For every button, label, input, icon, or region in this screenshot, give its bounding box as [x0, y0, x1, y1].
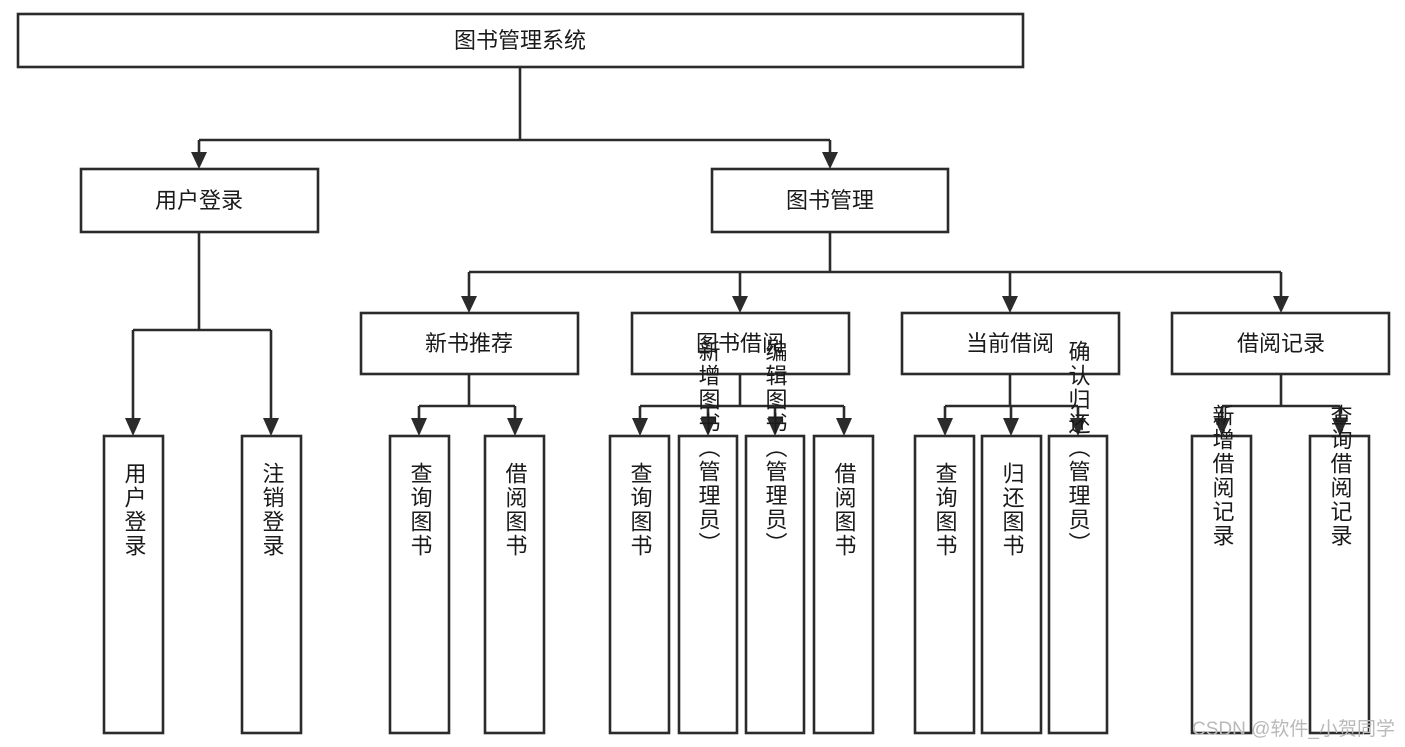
node-leaf-confirm-return-admin-box[interactable] — [1047, 434, 1109, 735]
node-leaf-borrow-book-1-label: 借阅图书 — [503, 462, 528, 558]
node-leaf-query-book-1-box[interactable] — [388, 434, 451, 735]
node-leaf-borrow-book-2-box[interactable] — [812, 434, 875, 735]
node-borrow-record-label: 借阅记录 — [1237, 331, 1325, 356]
arrow-new-book-to-leaf-2 — [507, 418, 523, 436]
node-leaf-logout-box[interactable] — [240, 434, 303, 735]
arrow-current-to-leaf-2 — [1003, 418, 1019, 436]
node-leaf-edit-book-admin-box[interactable] — [744, 434, 806, 735]
arrow-root-to-book-manage — [822, 152, 838, 169]
arrow-borrow-to-leaf-2 — [700, 418, 716, 436]
arrow-book-manage-to-new-book — [461, 296, 477, 313]
node-book-management[interactable]: 图书管理 — [710, 167, 950, 234]
node-user-login-label: 用户登录 — [155, 188, 243, 213]
node-leaf-edit-book-admin-label: 编辑图书（管理员） — [763, 340, 788, 556]
arrow-new-book-to-leaf-1 — [411, 418, 427, 436]
node-root-label: 图书管理系统 — [454, 28, 586, 53]
node-leaf-borrow-book-2[interactable]: 借阅图书 — [812, 434, 875, 735]
node-current-borrow-box[interactable] — [900, 311, 1121, 376]
node-leaf-query-book-2-box[interactable] — [608, 434, 671, 735]
node-leaf-edit-book-admin[interactable]: 编辑图书（管理员） — [744, 340, 806, 735]
node-book-management-label: 图书管理 — [786, 188, 874, 213]
arrow-current-to-leaf-3 — [1070, 418, 1086, 436]
node-book-borrow-label: 图书借阅 — [696, 331, 784, 356]
node-leaf-user-login[interactable]: 用户登录 — [102, 434, 165, 735]
arrow-book-manage-to-borrow — [732, 296, 748, 313]
arrow-root-to-user-login — [191, 152, 207, 169]
node-leaf-query-book-2[interactable]: 查询图书 — [608, 434, 671, 735]
node-new-book-recommend[interactable]: 新书推荐 — [359, 311, 580, 376]
node-user-login-box[interactable] — [79, 167, 320, 234]
arrow-record-to-leaf-1 — [1214, 418, 1230, 436]
arrow-book-manage-to-current — [1002, 296, 1018, 313]
node-leaf-query-book-3-label: 查询图书 — [933, 462, 958, 558]
node-leaf-return-book-label: 归还图书 — [1000, 462, 1025, 558]
arrow-current-to-leaf-1 — [937, 418, 953, 436]
arrow-user-login-to-leaf-2 — [263, 418, 279, 436]
node-leaf-add-book-admin-box[interactable] — [677, 434, 739, 735]
node-book-borrow-box[interactable] — [630, 311, 851, 376]
node-leaf-confirm-return-admin[interactable]: 确认归还（管理员） — [1047, 340, 1109, 735]
node-leaf-add-borrow-record[interactable]: 新增借阅记录 — [1190, 404, 1253, 735]
node-leaf-return-book-box[interactable] — [980, 434, 1043, 735]
node-leaf-add-borrow-record-box[interactable] — [1190, 434, 1253, 735]
node-leaf-borrow-book-1[interactable]: 借阅图书 — [483, 434, 546, 735]
node-borrow-record-box[interactable] — [1170, 311, 1391, 376]
node-new-book-recommend-label: 新书推荐 — [425, 331, 513, 356]
node-current-borrow[interactable]: 当前借阅 — [900, 311, 1121, 376]
node-root-system[interactable]: 图书管理系统 — [16, 12, 1025, 69]
node-leaf-add-book-admin-label: 新增图书（管理员） — [696, 340, 721, 556]
node-leaf-add-book-admin[interactable]: 新增图书（管理员） — [677, 340, 739, 735]
node-current-borrow-label: 当前借阅 — [966, 331, 1054, 356]
connectors-layer — [125, 67, 1348, 436]
node-leaf-borrow-book-1-box[interactable] — [483, 434, 546, 735]
node-leaf-query-borrow-record-box[interactable] — [1308, 434, 1371, 735]
node-book-borrow[interactable]: 图书借阅 — [630, 311, 851, 376]
node-borrow-record[interactable]: 借阅记录 — [1170, 311, 1391, 376]
arrow-borrow-to-leaf-3 — [767, 418, 783, 436]
node-leaf-query-book-3-box[interactable] — [913, 434, 976, 735]
node-leaf-query-book-3[interactable]: 查询图书 — [913, 434, 976, 735]
node-leaf-add-borrow-record-label: 新增借阅记录 — [1210, 404, 1235, 548]
arrow-record-to-leaf-2 — [1332, 418, 1348, 436]
node-leaf-logout[interactable]: 注销登录 — [240, 434, 303, 735]
node-leaf-logout-label: 注销登录 — [260, 462, 285, 558]
node-leaf-confirm-return-admin-label: 确认归还（管理员） — [1066, 340, 1091, 556]
arrow-book-manage-to-record — [1273, 296, 1289, 313]
node-leaf-query-borrow-record[interactable]: 查询借阅记录 — [1308, 404, 1371, 735]
node-leaf-user-login-label: 用户登录 — [122, 462, 147, 558]
node-book-management-box[interactable] — [710, 167, 950, 234]
node-new-book-recommend-box[interactable] — [359, 311, 580, 376]
node-leaf-query-book-1-label: 查询图书 — [408, 462, 433, 558]
node-user-login[interactable]: 用户登录 — [79, 167, 320, 234]
arrow-user-login-to-leaf-1 — [125, 418, 141, 436]
arrow-borrow-to-leaf-1 — [632, 418, 648, 436]
node-leaf-query-book-1[interactable]: 查询图书 — [388, 434, 451, 735]
node-leaf-borrow-book-2-label: 借阅图书 — [832, 462, 857, 558]
csdn-watermark: CSDN @软件_小贺同学 — [1192, 718, 1395, 740]
node-leaf-query-borrow-record-label: 查询借阅记录 — [1328, 404, 1353, 548]
node-leaf-user-login-box[interactable] — [102, 434, 165, 735]
arrow-borrow-to-leaf-4 — [836, 418, 852, 436]
node-root-box[interactable] — [16, 12, 1025, 69]
node-leaf-return-book[interactable]: 归还图书 — [980, 434, 1043, 735]
node-leaf-query-book-2-label: 查询图书 — [628, 462, 653, 558]
